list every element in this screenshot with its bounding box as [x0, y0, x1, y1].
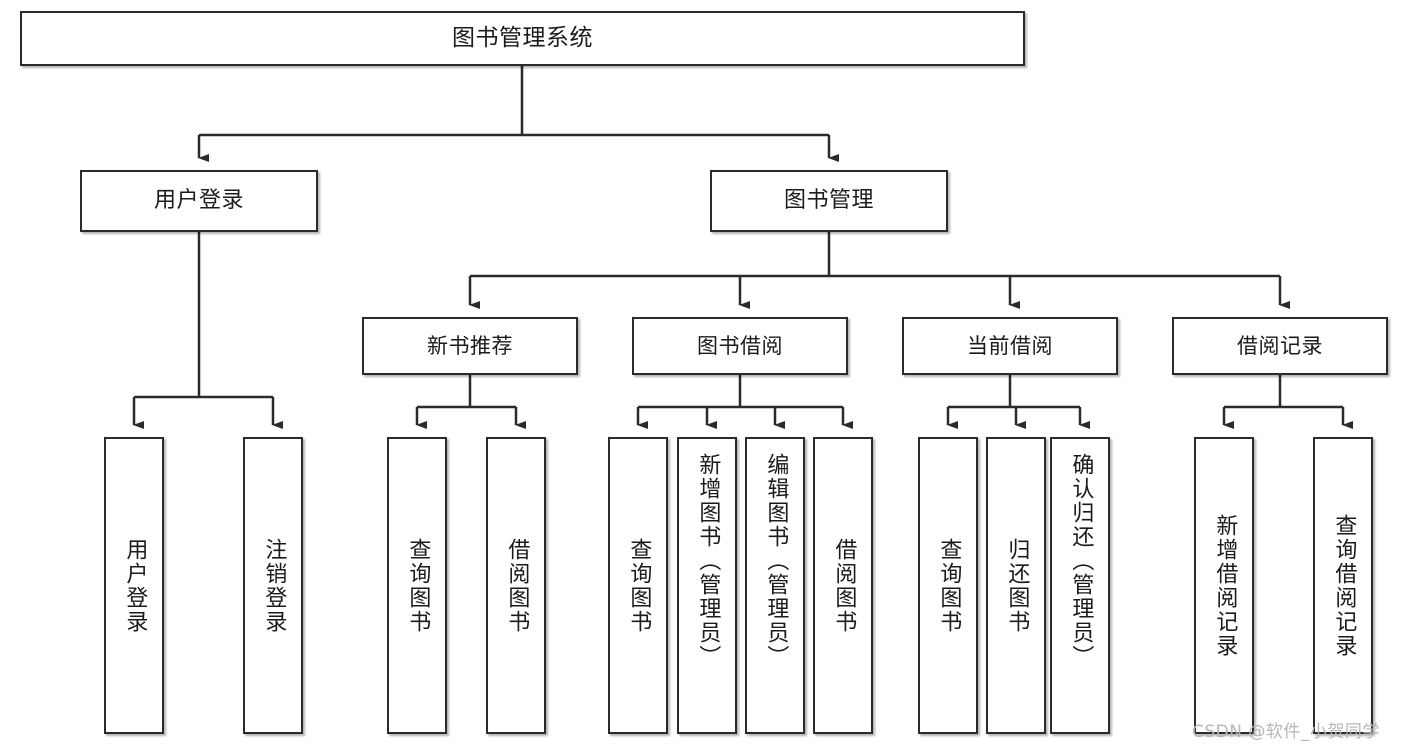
node-label: 借阅图书 — [504, 537, 530, 634]
node-label: 查询图书 — [626, 537, 652, 634]
node-root-system[interactable]: 图书管理系统 — [20, 11, 1025, 66]
node-leaf-add-book-admin[interactable]: 新增图书（管理员） — [677, 437, 737, 734]
node-leaf-borrow-book-2[interactable]: 借阅图书 — [813, 437, 873, 734]
node-label: 查询图书 — [936, 537, 962, 634]
node-label: 用户登录 — [153, 188, 244, 214]
node-leaf-confirm-return-admin[interactable]: 确认归还（管理员） — [1050, 437, 1110, 734]
node-label: 注销登录 — [261, 537, 287, 634]
csdn-watermark: CSDN @软件_小贺同学 — [1192, 722, 1380, 742]
node-leaf-query-borrow-record[interactable]: 查询借阅记录 — [1313, 437, 1373, 734]
node-leaf-user-login[interactable]: 用户登录 — [104, 437, 164, 734]
node-leaf-query-book-1[interactable]: 查询图书 — [387, 437, 447, 734]
node-label: 查询借阅记录 — [1331, 513, 1357, 658]
node-label: 确认归还（管理员） — [1068, 453, 1094, 669]
node-label: 图书管理系统 — [452, 24, 593, 51]
node-leaf-edit-book-admin[interactable]: 编辑图书（管理员） — [745, 437, 805, 734]
node-book-manage[interactable]: 图书管理 — [710, 170, 948, 232]
node-label: 查询图书 — [405, 537, 431, 634]
node-book-borrow[interactable]: 图书借阅 — [632, 317, 848, 375]
node-borrow-record[interactable]: 借阅记录 — [1172, 317, 1388, 375]
node-leaf-add-borrow-record[interactable]: 新增借阅记录 — [1194, 437, 1254, 734]
node-current-borrow[interactable]: 当前借阅 — [902, 317, 1118, 375]
node-label: 新增图书（管理员） — [695, 453, 721, 669]
node-label: 用户登录 — [122, 537, 148, 634]
node-leaf-logout[interactable]: 注销登录 — [243, 437, 303, 734]
node-user-login[interactable]: 用户登录 — [80, 170, 318, 232]
node-label: 借阅记录 — [1237, 333, 1323, 358]
node-leaf-return-book[interactable]: 归还图书 — [986, 437, 1046, 734]
node-label: 当前借阅 — [967, 333, 1053, 358]
node-leaf-borrow-book-1[interactable]: 借阅图书 — [486, 437, 546, 734]
node-label: 归还图书 — [1004, 537, 1030, 634]
node-label: 新书推荐 — [427, 333, 513, 358]
node-leaf-query-book-3[interactable]: 查询图书 — [918, 437, 978, 734]
node-leaf-query-book-2[interactable]: 查询图书 — [608, 437, 668, 734]
node-label: 图书管理 — [783, 188, 874, 214]
node-new-book-rec[interactable]: 新书推荐 — [362, 317, 578, 375]
node-label: 编辑图书（管理员） — [763, 453, 789, 669]
node-label: 借阅图书 — [831, 537, 857, 634]
node-label: 新增借阅记录 — [1212, 513, 1238, 658]
node-label: 图书借阅 — [697, 333, 783, 358]
